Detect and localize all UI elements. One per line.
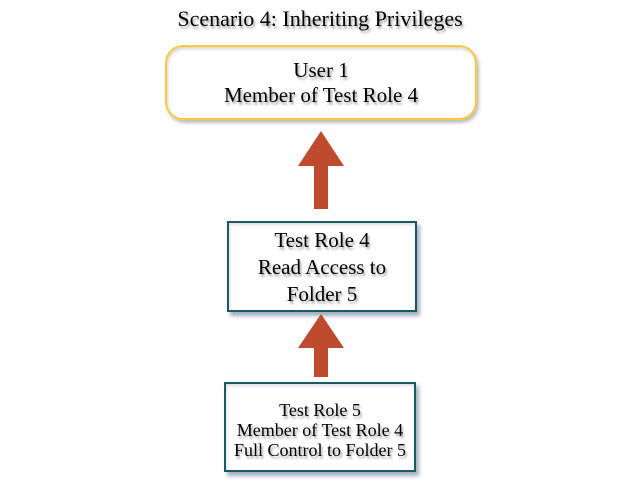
node-test-role-5: Test Role 5 Member of Test Role 4 Full C…: [224, 382, 416, 472]
node-test-role-4: Test Role 4 Read Access to Folder 5: [227, 221, 417, 312]
up-arrow-icon: [297, 131, 345, 209]
node-test-role-4-line: Test Role 4: [274, 228, 370, 252]
node-user-1-line: Member of Test Role 4: [223, 82, 419, 107]
node-user-1-line: User 1: [293, 57, 349, 82]
up-arrow-icon: [297, 314, 345, 377]
node-user-1: User 1 Member of Test Role 4: [165, 45, 477, 120]
node-test-role-4-line: Folder 5: [286, 282, 358, 306]
node-test-role-5-line: Test Role 5: [279, 400, 361, 420]
node-test-role-5-line: Member of Test Role 4: [236, 420, 404, 440]
node-test-role-4-line: Read Access to: [257, 255, 387, 279]
diagram-title: Scenario 4: Inheriting Privileges: [177, 6, 463, 31]
node-test-role-5-line: Full Control to Folder 5: [233, 440, 406, 460]
